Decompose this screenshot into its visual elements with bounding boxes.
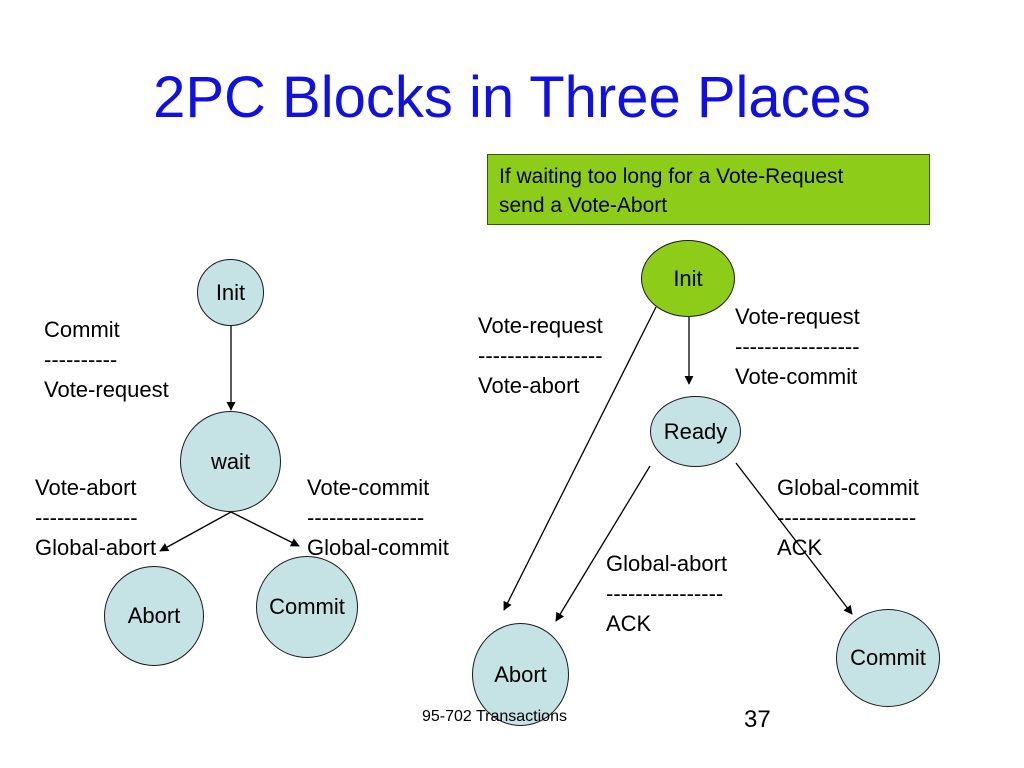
coordinator-commit-node: Commit [256, 556, 358, 658]
timeout-callout: If waiting too long for a Vote-Request s… [487, 154, 930, 225]
coordinator-wait-node: wait [180, 411, 281, 512]
transition-label-participant-init-ready: Vote-request ----------------- Vote-comm… [735, 304, 860, 389]
coordinator-abort-node: Abort [104, 566, 204, 666]
edge-participant-init-abort [503, 306, 657, 611]
transition-label-participant-ready-abort: Global-abort ---------------- ACK [606, 551, 728, 636]
transition-label-participant-ready-commit: Global-commit ------------------- ACK [777, 475, 919, 560]
edge-participant-ready-commit [735, 462, 853, 615]
transition-label-coordinator-wait-commit: Vote-commit ---------------- Global-comm… [307, 475, 449, 560]
edge-coordinator-wait-commit [230, 511, 300, 547]
participant-ready-node: Ready [650, 396, 741, 467]
page-number: 37 [744, 706, 771, 733]
footer-course-label: 95-702 Transactions [422, 708, 567, 725]
callout-line: send a Vote-Abort [499, 194, 668, 217]
slide-title: 2PC Blocks in Three Places [153, 65, 871, 130]
participant-commit-node: Commit [836, 609, 940, 707]
edge-coordinator-wait-abort [159, 511, 232, 552]
participant-init-node: Init [641, 240, 735, 317]
transition-label-participant-init-abort: Vote-request ----------------- Vote-abor… [478, 313, 603, 398]
transition-label-coordinator-wait-abort: Vote-abort -------------- Global-abort [35, 475, 157, 560]
participant-abort-node: Abort [472, 623, 569, 726]
edge-participant-ready-abort [555, 465, 651, 622]
callout-line: If waiting too long for a Vote-Request [499, 165, 844, 188]
transition-label-coordinator-init-wait: Commit ---------- Vote-request [44, 317, 169, 402]
coordinator-init-node: Init [197, 259, 264, 326]
